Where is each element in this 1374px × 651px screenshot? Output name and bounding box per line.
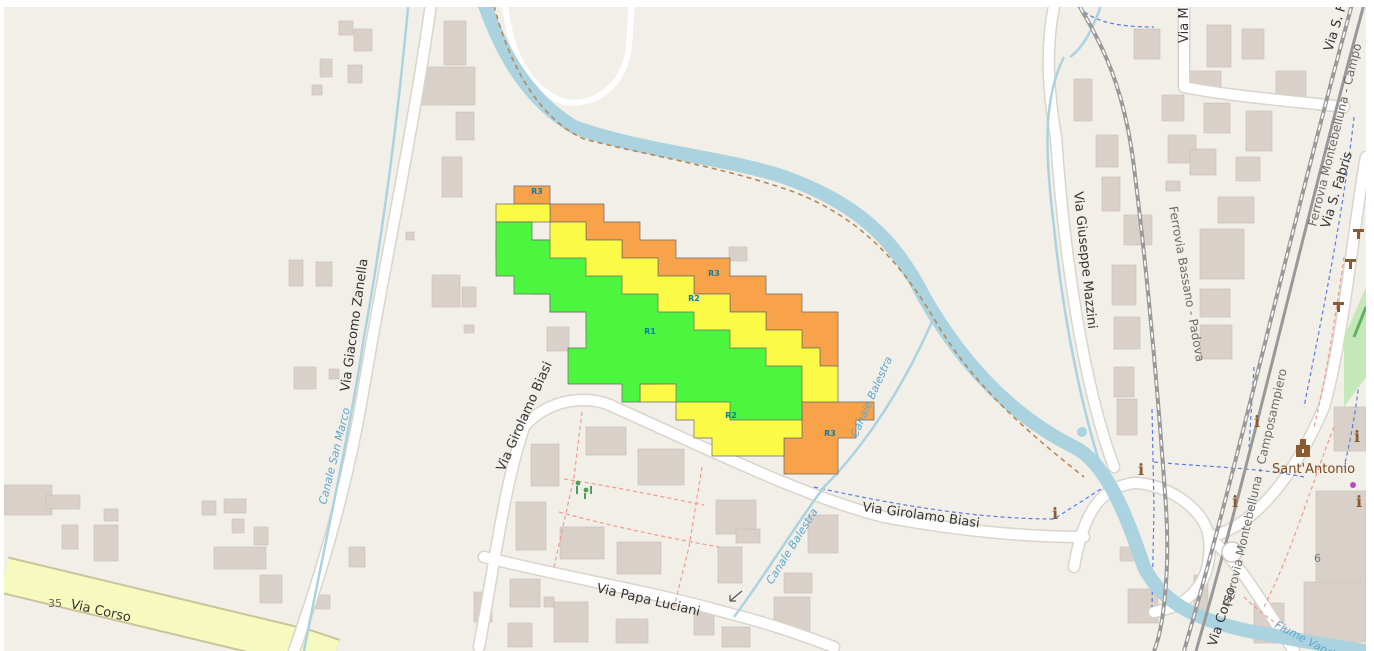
church-icon[interactable] (1296, 439, 1310, 457)
label-road-ref-35: 35 (48, 597, 62, 610)
zone-r1-core[interactable] (495, 221, 803, 421)
zone-label-r1: R1 (644, 327, 656, 336)
shrine-icon-3[interactable] (1357, 229, 1360, 239)
park-line (1352, 306, 1366, 338)
label-sant-antonio: Sant'Antonio (1272, 462, 1355, 477)
shrine-icons-layer (1333, 229, 1364, 312)
info-icon-1[interactable]: i (1052, 504, 1058, 523)
zone-label-r3-mid: R3 (708, 269, 720, 278)
shrine-icon-1[interactable] (1349, 259, 1352, 269)
roundabout (1221, 541, 1243, 563)
oneway-arrow-icon (729, 590, 743, 602)
info-icon-6[interactable]: i (1356, 492, 1362, 511)
buildings-layer (4, 20, 1366, 648)
zone-label-r2-upper: R2 (688, 294, 700, 303)
label-via-m-top: Via M (1177, 7, 1192, 43)
playground-icon[interactable] (575, 480, 592, 499)
zone-label-r3-bottom: R3 (824, 429, 836, 438)
info-icon-5[interactable]: i (1354, 427, 1360, 446)
hazard-zones-layer[interactable]: R3 R3 R2 R1 R2 R3 (495, 185, 875, 475)
via-corso-west-road (4, 556, 341, 651)
zone-label-r3-top: R3 (531, 187, 543, 196)
track-path (493, 7, 1085, 478)
label-house-number-6: 6 (1314, 552, 1321, 565)
shrine-icon-2[interactable] (1337, 302, 1340, 312)
info-icon-2[interactable]: i (1138, 460, 1144, 479)
map-viewport[interactable]: R3 R3 R2 R1 R2 R3 i i i i i i (4, 7, 1366, 651)
canal-waterway (478, 7, 1366, 651)
info-icon-3[interactable]: i (1254, 412, 1260, 431)
poi-dot-icon[interactable] (1350, 482, 1356, 488)
pond-marker (1077, 427, 1087, 437)
map-canvas[interactable]: R3 R3 R2 R1 R2 R3 i i i i i i (4, 7, 1366, 651)
poi-icons-layer: i i i i i i (1052, 412, 1362, 523)
zone-label-r2-lower: R2 (725, 411, 737, 420)
label-canale-balestra-1: Canale Balestra (848, 354, 895, 439)
info-icon-4[interactable]: i (1232, 492, 1238, 511)
streams-layer (302, 7, 1106, 651)
